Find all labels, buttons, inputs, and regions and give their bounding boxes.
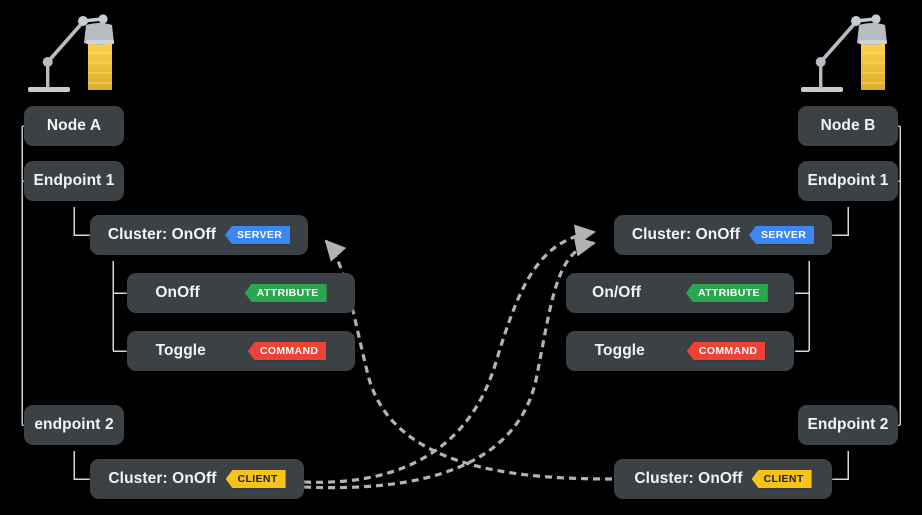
left-server-badge: SERVER [225, 225, 291, 245]
desk-lamp-icon-left [28, 14, 114, 92]
right-command-toggle-box[interactable]: Toggle COMMAND [566, 331, 794, 371]
right-command-toggle-label: Toggle [594, 342, 645, 359]
right-cluster-onoff-client-label: Cluster: OnOff [634, 470, 743, 487]
right-cluster-onoff-server-label: Cluster: OnOff [631, 226, 741, 243]
node-b-box[interactable]: Node B [798, 106, 898, 146]
left-cluster-onoff-server-label: Cluster: OnOff [107, 226, 217, 243]
right-endpoint-1-label: Endpoint 1 [807, 172, 889, 189]
left-attribute-badge: ATTRIBUTE [244, 283, 327, 303]
left-endpoint-2-label: endpoint 2 [34, 416, 114, 433]
right-endpoint-2-label: Endpoint 2 [807, 416, 889, 433]
right-endpoint-2-box[interactable]: Endpoint 2 [798, 405, 898, 445]
left-endpoint-1-label: Endpoint 1 [33, 172, 115, 189]
node-a-box[interactable]: Node A [24, 106, 124, 146]
right-endpoint-1-box[interactable]: Endpoint 1 [798, 161, 898, 201]
left-attribute-onoff-box[interactable]: OnOff ATTRIBUTE [127, 273, 355, 313]
left-command-toggle-label: Toggle [155, 342, 206, 359]
right-server-badge: SERVER [749, 225, 815, 245]
right-cluster-onoff-client-box[interactable]: Cluster: OnOff CLIENT [614, 459, 832, 499]
desk-lamp-icon-right [801, 14, 887, 92]
left-endpoint-1-box[interactable]: Endpoint 1 [24, 161, 124, 201]
left-client-badge: CLIENT [225, 469, 286, 489]
node-b-label: Node B [820, 117, 876, 134]
left-command-toggle-box[interactable]: Toggle COMMAND [127, 331, 355, 371]
right-attribute-onoff-box[interactable]: On/Off ATTRIBUTE [566, 273, 794, 313]
left-command-badge: COMMAND [247, 341, 327, 361]
right-cluster-onoff-server-box[interactable]: Cluster: OnOff SERVER [614, 215, 832, 255]
left-cluster-onoff-client-label: Cluster: OnOff [108, 470, 217, 487]
left-attribute-onoff-label: OnOff [155, 284, 200, 301]
node-a-label: Node A [46, 117, 102, 134]
right-attribute-badge: ATTRIBUTE [685, 283, 768, 303]
left-cluster-onoff-server-box[interactable]: Cluster: OnOff SERVER [90, 215, 308, 255]
right-client-badge: CLIENT [751, 469, 812, 489]
right-attribute-onoff-label: On/Off [592, 284, 641, 301]
left-endpoint-2-box[interactable]: endpoint 2 [24, 405, 124, 445]
right-command-badge: COMMAND [686, 341, 766, 361]
left-cluster-onoff-client-box[interactable]: Cluster: OnOff CLIENT [90, 459, 304, 499]
